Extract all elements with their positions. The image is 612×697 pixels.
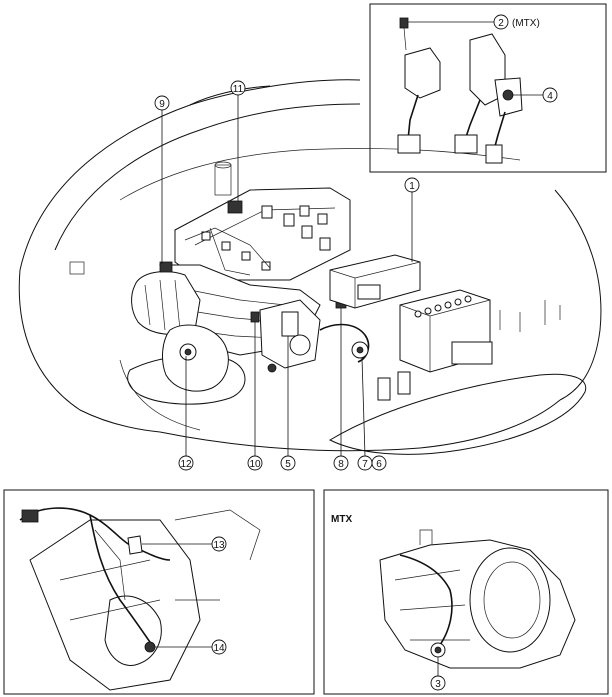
reservoir-1	[377, 377, 391, 401]
callout-1: 1	[404, 177, 420, 262]
callout-14-number: 14	[213, 643, 225, 654]
callout-4-number: 4	[547, 91, 553, 102]
clutch-housing	[469, 547, 551, 653]
callout-12-number: 12	[180, 459, 192, 470]
callout-10: 10	[247, 322, 263, 471]
pedal-note-label: (MTX)	[512, 18, 540, 29]
pcm-unit	[329, 254, 421, 309]
callout-3-number: 3	[435, 679, 441, 690]
callout-9: 9	[154, 95, 170, 264]
pcm-connector	[357, 284, 381, 300]
clutch-pedal-bracket	[404, 47, 441, 99]
accelerator-pedal-arm	[493, 111, 506, 151]
throttle-actuator	[281, 311, 299, 337]
clutch-pedal-pad	[397, 134, 421, 154]
right-fender	[554, 189, 602, 401]
callout-4: 4	[513, 87, 558, 103]
callout-7-number: 7	[362, 459, 368, 470]
callout-10-number: 10	[249, 459, 261, 470]
callout-12: 12	[178, 356, 194, 471]
callout-2-number: 2	[498, 18, 504, 29]
cmp-sensor-part	[227, 200, 243, 214]
bracket-left	[69, 261, 85, 275]
callout-3: 3	[430, 657, 446, 691]
accelerator-pedal-pad	[485, 144, 503, 164]
transaxle-housing	[162, 324, 229, 392]
clutch-pedal-arm	[407, 94, 419, 141]
wiring-harness	[19, 507, 171, 646]
strut-tower-left-top	[214, 161, 232, 169]
right-side-details	[499, 300, 561, 332]
callout-13-number: 13	[213, 540, 225, 551]
brake-pedal-arm	[464, 99, 481, 141]
callout-7: 7	[357, 357, 373, 471]
pedal-inset-frame	[369, 3, 607, 173]
bumper-lower	[119, 359, 201, 431]
sensor-13-part	[127, 535, 143, 555]
transaxle-inset: MTX 3	[323, 489, 609, 695]
callout-11: 11	[230, 80, 246, 201]
transaxle-inset-frame	[323, 489, 609, 695]
bracket-details	[174, 509, 261, 601]
pcm-top-edge	[329, 261, 421, 308]
clutch-switch-wire	[403, 27, 407, 51]
hood-inner-outline	[54, 103, 361, 251]
callout-5: 5	[280, 336, 296, 471]
radiator-support	[159, 399, 561, 452]
strut-tower-left	[214, 164, 232, 196]
fuse-box	[451, 341, 493, 365]
brake-pedal-pad	[454, 134, 478, 154]
reservoir-2	[397, 371, 411, 395]
shift-lever-stub	[419, 529, 433, 545]
pedal-inset: 2 (MTX) 4	[369, 3, 607, 173]
callout-8-number: 8	[338, 459, 344, 470]
duct-ribs	[144, 279, 181, 331]
transaxle-inset-title: MTX	[331, 514, 352, 525]
shift-harness	[399, 554, 453, 646]
engine-bay-view: 1 11 9 12 10 5	[18, 79, 602, 471]
callout-14: 14	[155, 639, 227, 655]
battery-edges	[399, 299, 491, 372]
injector-connectors	[184, 227, 271, 276]
cowl-line	[189, 85, 271, 106]
callout-11-number: 11	[233, 84, 244, 95]
front-bumper	[328, 373, 587, 455]
harness-inset-frame	[3, 489, 315, 695]
callout-13: 13	[142, 536, 227, 552]
hood-outline	[19, 79, 361, 271]
callout-2: 2 (MTX)	[408, 14, 540, 30]
callout-1-number: 1	[409, 181, 415, 192]
callout-5-number: 5	[285, 459, 291, 470]
case-ribs	[394, 569, 470, 641]
app-sensor-part	[502, 89, 514, 101]
clutch-housing-inner	[483, 561, 541, 639]
throttle-bore	[289, 334, 311, 356]
callout-9-number: 9	[159, 99, 165, 110]
clutch-switch-part	[399, 17, 409, 29]
left-fender	[18, 269, 161, 433]
harness-inset: 13 14	[3, 489, 315, 695]
callout-6-number: 6	[376, 459, 382, 470]
tp-sensor-part	[267, 363, 277, 373]
battery-caps	[414, 295, 472, 318]
callout-8: 8	[333, 308, 349, 471]
maf-sensor-part	[159, 261, 173, 273]
ignition-coils	[261, 205, 331, 251]
sensor-14-part	[144, 641, 156, 653]
callout-6: 6	[371, 455, 387, 471]
harness-connector	[21, 509, 39, 523]
connector-10-part	[250, 311, 260, 323]
